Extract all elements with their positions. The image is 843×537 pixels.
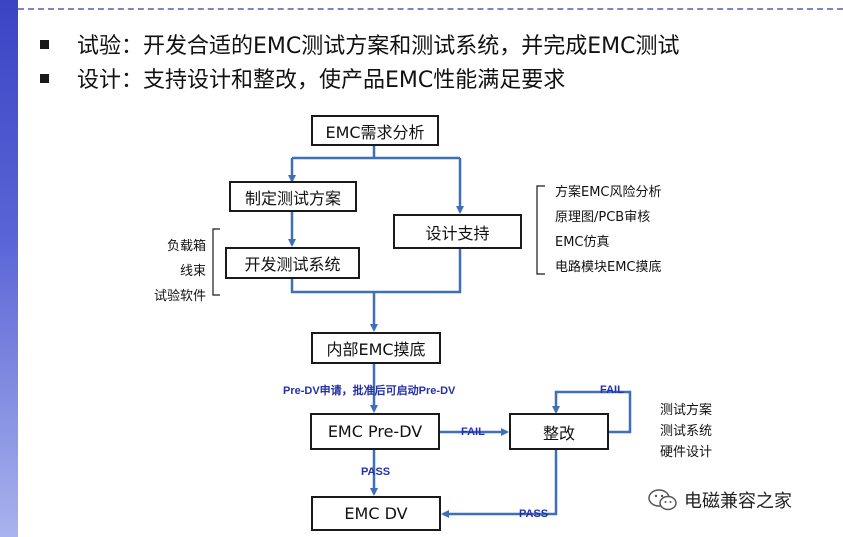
- note-left-item: 线束: [179, 264, 206, 279]
- bullet-test-text: 试验：开发合适的EMC测试方案和测试系统，并完成EMC测试: [77, 34, 680, 59]
- note-left-items: 负载箱 线束 试验软件: [140, 234, 206, 309]
- edge-support-merge: [374, 249, 462, 294]
- note-design-item: 方案EMC风险分析: [555, 185, 662, 200]
- box-rectify: 整改: [509, 413, 609, 450]
- watermark: 电磁兼容之家: [648, 487, 792, 513]
- edge-rectify-pass: [441, 450, 558, 518]
- label-pre-dv-request: Pre-DV申请，批准后可启动Pre-DV: [283, 385, 456, 397]
- box-internal-emc-scan: 内部EMC摸底: [311, 332, 441, 364]
- note-left-item: 试验软件: [153, 289, 206, 304]
- box-test-plan: 制定测试方案: [229, 181, 357, 212]
- bullet-square-icon: [40, 73, 49, 83]
- design-support-bracket: [536, 185, 545, 275]
- box-requirement-analysis: EMC需求分析: [311, 115, 439, 146]
- note-rectify-item: 硬件设计: [660, 445, 713, 460]
- note-rectify-item: 测试系统: [660, 424, 713, 439]
- bullet-design-text: 设计：支持设计和整改，使产品EMC性能满足要求: [77, 68, 566, 93]
- edge-system-merge: [290, 279, 374, 294]
- box-develop-test-system: 开发测试系统: [225, 247, 360, 279]
- label-fail-predv: FAIL: [461, 426, 485, 438]
- box-design-support: 设计支持: [393, 214, 522, 249]
- bullet-test: 试验：开发合适的EMC测试方案和测试系统，并完成EMC测试: [40, 28, 680, 60]
- note-design-item: EMC仿真: [555, 235, 610, 250]
- label-pass-rectify: PASS: [519, 508, 549, 520]
- box-emc-pre-dv: EMC Pre-DV: [310, 413, 440, 450]
- wechat-icon: [648, 489, 677, 511]
- label-fail-loop: FAIL: [600, 384, 624, 396]
- note-rectify-items: 测试方案 测试系统 硬件设计: [660, 400, 750, 463]
- box-emc-dv: EMC DV: [311, 496, 441, 531]
- note-left-item: 负载箱: [166, 239, 206, 254]
- edge-to-test-plan: [292, 156, 460, 181]
- note-design-support-items: 方案EMC风险分析 原理图/PCB审核 EMC仿真 电路模块EMC摸底: [555, 180, 705, 280]
- top-dashed-rule: [18, 0, 843, 10]
- note-design-item: 原理图/PCB审核: [555, 210, 651, 225]
- edge-rectify-loop: [552, 390, 632, 434]
- watermark-text: 电磁兼容之家: [684, 491, 792, 512]
- note-rectify-item: 测试方案: [660, 403, 713, 418]
- left-accent-bar: [0, 0, 18, 537]
- note-design-item: 电路模块EMC摸底: [555, 260, 662, 275]
- bullet-design: 设计：支持设计和整改，使产品EMC性能满足要求: [40, 62, 565, 94]
- label-pass-predv: PASS: [361, 466, 391, 478]
- bullet-square-icon: [40, 39, 49, 49]
- left-bracket: [212, 228, 220, 296]
